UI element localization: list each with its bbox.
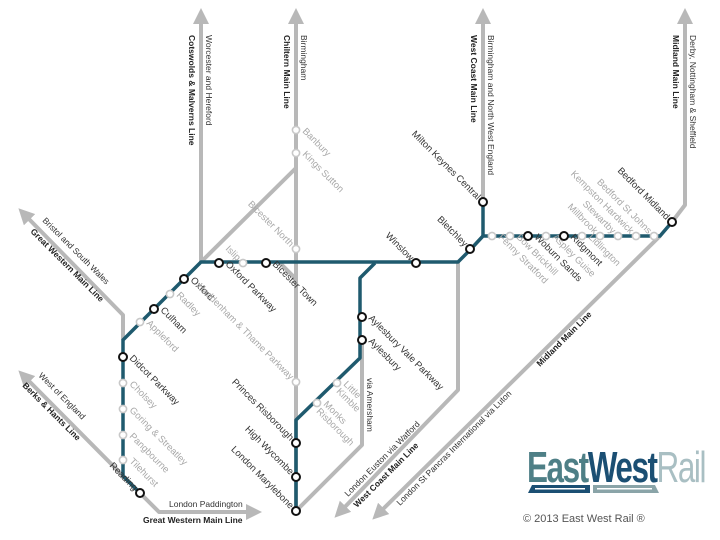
station-marker-woburn-sands [523,231,533,241]
label-paddington: London Paddington [169,499,243,509]
label-gwml-london: Great Western Main Line [143,515,243,525]
station-label-bicester-north: Bicester North [245,199,295,249]
station-marker-princes-risborough [291,438,301,448]
station-marker-high-wycombe [291,472,301,482]
label-mml-dest: Derby, Nottingham & Sheffield [688,35,698,149]
label-chiltern-line: Chiltern Main Line [282,35,292,109]
station-marker-islip [238,258,248,268]
station-marker-bedford-st-johns [649,231,659,241]
label-mml-south: Midland Main Line [534,309,593,368]
logo-east: East [527,443,589,492]
station-marker-aylesbury [357,335,367,345]
station-label-winslow: Winslow [383,231,416,264]
station-label-radley: Radley [174,290,203,319]
mml-south [372,234,662,520]
station-marker-bedford-midland [667,217,677,227]
wcml-south [334,262,460,518]
label-wcml-dest: Birmingham and North West England [486,35,496,175]
oxford-chord [199,166,298,264]
station-marker-bicester-town [261,258,271,268]
route-aylesbury [294,261,377,511]
label-worcester: Worcester and Hereford [204,35,214,126]
station-marker-pangbourne [118,430,128,440]
label-birmingham: Birmingham [299,35,309,80]
station-marker-oxford-parkway [214,258,224,268]
station-marker-winslow [411,258,421,268]
station-marker-didcot-parkway [118,352,128,362]
station-marker-goring-streatley [118,404,128,414]
station-marker-haddenham-thame-parkway [291,377,301,387]
station-marker-milton-keynes-central [478,197,488,207]
logo-train-stripe [535,488,585,490]
gwml-london [138,491,262,520]
east-west-rail-logo: EastWestRail [527,443,707,493]
station-label-oxford-parkway: Oxford Parkway [223,259,279,315]
station-label-bletchley: Bletchley [435,214,470,249]
berks-hants-line [18,370,142,495]
station-marker-aylesbury-vale-parkway [357,312,367,322]
amersham-line [294,340,364,513]
station-marker-kempston-hardwick [631,231,641,241]
station-marker-ridgmont [559,231,569,241]
station-marker-appleford [135,317,145,327]
station-marker-aspley-guise [541,231,551,241]
logo-rail: Rail [657,443,705,492]
bicester-chord [278,261,298,281]
svg-text:EastWestRail: EastWestRail [527,443,705,492]
station-marker-stewartby [613,231,623,241]
station-marker-millbrook [595,231,605,241]
station-marker-bletchley [465,244,475,254]
station-marker-radley [165,289,175,299]
station-marker-tilehurst [118,455,128,465]
label-cotswolds-line: Cotswolds & Malverns Line [187,35,197,146]
station-marker-monks-risborough [312,398,322,408]
station-marker-kings-sutton [291,148,301,158]
station-marker-lidlington [577,231,587,241]
station-label-milton-keynes-central: Milton Keynes Central [409,129,482,202]
label-mml: Midland Main Line [671,35,681,109]
station-marker-fenny-stratford [487,231,497,241]
mml-north [670,8,693,224]
station-label-princes-risborough: Princes Risborough [229,377,295,443]
station-marker-cholsey [118,378,128,388]
label-wcml: West Coast Main Line [469,35,479,123]
label-via-amersham: via Amersham [365,378,375,432]
station-marker-bicester-north [291,244,301,254]
station-marker-bow-brickhill [505,231,515,241]
station-marker-reading [135,488,145,498]
station-marker-culham [149,304,159,314]
gwml-west [18,208,125,340]
station-marker-little-kimble [332,378,342,388]
station-marker-banbury [291,125,301,135]
copyright: © 2013 East West Rail ® [523,513,645,525]
logo-west: West [588,443,659,492]
station-marker-london-marylebone [291,506,301,516]
station-label-haddenham-thame-parkway: Haddenham & Thame Parkway [195,281,296,382]
station-marker-oxford [179,274,189,284]
logo-train-stripe [597,488,652,490]
